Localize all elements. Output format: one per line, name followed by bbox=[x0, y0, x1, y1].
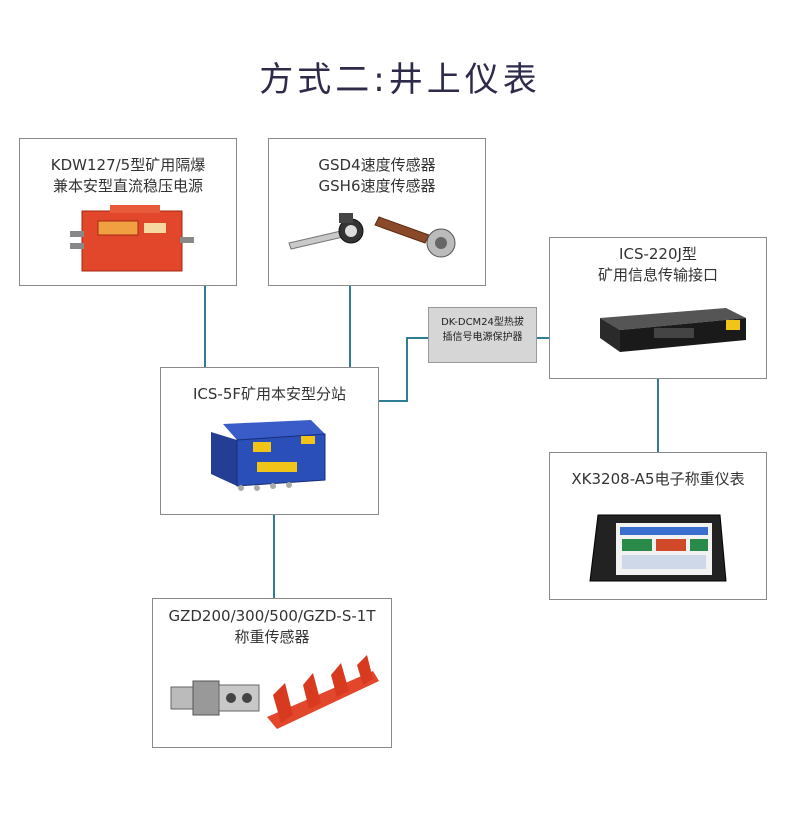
meter-device-image bbox=[589, 514, 727, 582]
node-signal-protector: DK-DCM24型热拔 插信号电源保护器 bbox=[428, 307, 537, 363]
interface-label-1: ICS-220J型 bbox=[619, 245, 697, 263]
power-label-1: KDW127/5型矿用隔爆 bbox=[50, 156, 206, 174]
substation-label: ICS-5F矿用本安型分站 bbox=[192, 385, 346, 403]
node-load-cell: GZD200/300/500/GZD-S-1T 称重传感器 bbox=[152, 598, 392, 748]
loadcell-label-2: 称重传感器 bbox=[234, 628, 310, 646]
protector-label-2: 插信号电源保护器 bbox=[442, 332, 523, 343]
protector-label-1: DK-DCM24型热拔 bbox=[441, 317, 524, 328]
loadcell-device-image bbox=[170, 655, 379, 729]
power-label-2: 兼本安型直流稳压电源 bbox=[52, 177, 203, 195]
substation-device-image bbox=[211, 420, 326, 491]
speed-label-1: GSD4速度传感器 bbox=[318, 156, 436, 174]
meter-label: XK3208-A5电子称重仪表 bbox=[571, 470, 745, 488]
node-power-supply: KDW127/5型矿用隔爆 兼本安型直流稳压电源 bbox=[19, 138, 237, 286]
node-weighing-meter: XK3208-A5电子称重仪表 bbox=[549, 452, 767, 600]
interface-label-2: 矿用信息传输接口 bbox=[597, 266, 718, 284]
node-info-interface: ICS-220J型 矿用信息传输接口 bbox=[549, 237, 767, 379]
speed-sensor-device-image bbox=[288, 213, 456, 258]
loadcell-label-1: GZD200/300/500/GZD-S-1T bbox=[168, 607, 376, 625]
page-title: 方式二:井上仪表 bbox=[259, 60, 541, 100]
interface-device-image bbox=[600, 308, 746, 352]
node-substation: ICS-5F矿用本安型分站 bbox=[160, 367, 379, 515]
node-speed-sensor: GSD4速度传感器 GSH6速度传感器 bbox=[268, 138, 486, 286]
line-substation-protector bbox=[379, 337, 428, 402]
speed-label-2: GSH6速度传感器 bbox=[318, 177, 436, 195]
power-supply-device-image bbox=[70, 205, 194, 272]
